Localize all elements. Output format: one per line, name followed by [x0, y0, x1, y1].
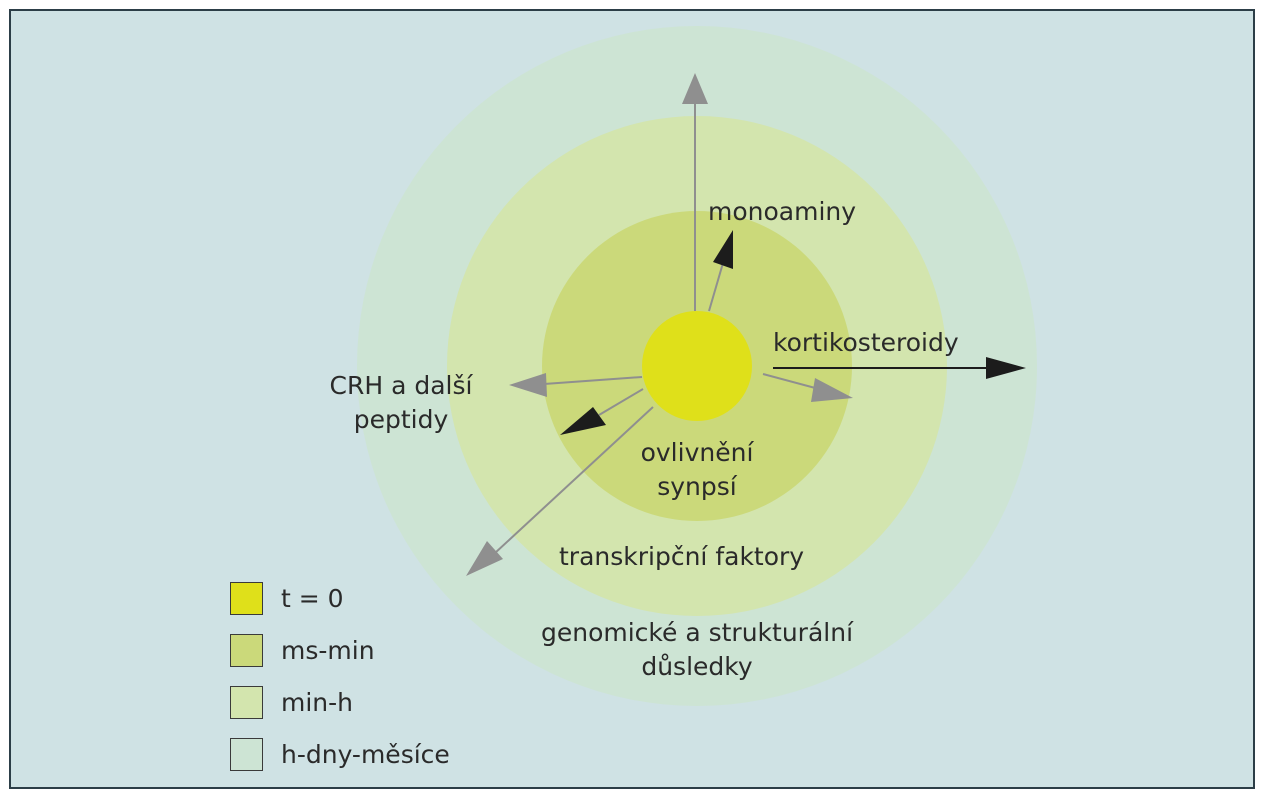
- legend-item-ms-min: ms-min: [230, 633, 375, 667]
- label-genomicke: genomické a strukturální důsledky: [507, 616, 887, 684]
- arrow-kortikosteroidy-head: [986, 357, 1026, 379]
- label-crh-line1: CRH a další: [329, 371, 473, 400]
- legend-swatch-ms-min: [230, 633, 263, 667]
- diagram-frame: monoaminy kortikosteroidy CRH a další pe…: [9, 9, 1255, 789]
- arrow-crh-line: [543, 376, 643, 385]
- label-transkripcni-faktory: transkripční faktory: [559, 542, 805, 571]
- legend-item-h-dny-mesice: h-dny-měsíce: [230, 737, 450, 771]
- label-crh: CRH a další peptidy: [326, 369, 476, 437]
- arrow-synapse-line: [598, 388, 644, 416]
- arrow-right-short-line: [762, 373, 820, 390]
- legend-item-t0: t = 0: [230, 581, 344, 615]
- label-genomicke-line2: důsledky: [641, 652, 753, 681]
- arrow-crh-head: [509, 373, 547, 397]
- arrow-synapse-head: [560, 407, 606, 435]
- arrow-lower-left-head: [466, 541, 503, 576]
- arrow-monoaminy-head: [713, 230, 733, 269]
- arrow-up-head: [682, 73, 708, 104]
- legend-label-h-dny-mesice: h-dny-měsíce: [281, 739, 450, 769]
- label-ovlivneni: ovlivnění synpsí: [622, 436, 772, 504]
- arrow-right-short-head: [811, 378, 853, 402]
- arrow-lower-left-line: [494, 406, 654, 554]
- label-kortikosteroidy: kortikosteroidy: [773, 328, 959, 357]
- legend-label-min-h: min-h: [281, 687, 354, 717]
- arrow-monoaminy-line: [708, 262, 724, 312]
- label-monoaminy: monoaminy: [708, 197, 857, 226]
- label-ovlivneni-line2: synpsí: [657, 472, 737, 501]
- legend-swatch-h-dny-mesice: [230, 737, 263, 771]
- label-ovlivneni-line1: ovlivnění: [640, 438, 754, 467]
- label-genomicke-line1: genomické a strukturální: [540, 618, 854, 647]
- legend-swatch-t0: [230, 581, 263, 615]
- legend-label-t0: t = 0: [281, 583, 344, 613]
- diagram-canvas: [11, 11, 1253, 787]
- legend-item-min-h: min-h: [230, 685, 353, 719]
- legend-label-ms-min: ms-min: [281, 635, 375, 665]
- label-crh-line2: peptidy: [353, 405, 449, 434]
- core-t0: [642, 311, 752, 421]
- legend-swatch-min-h: [230, 685, 263, 719]
